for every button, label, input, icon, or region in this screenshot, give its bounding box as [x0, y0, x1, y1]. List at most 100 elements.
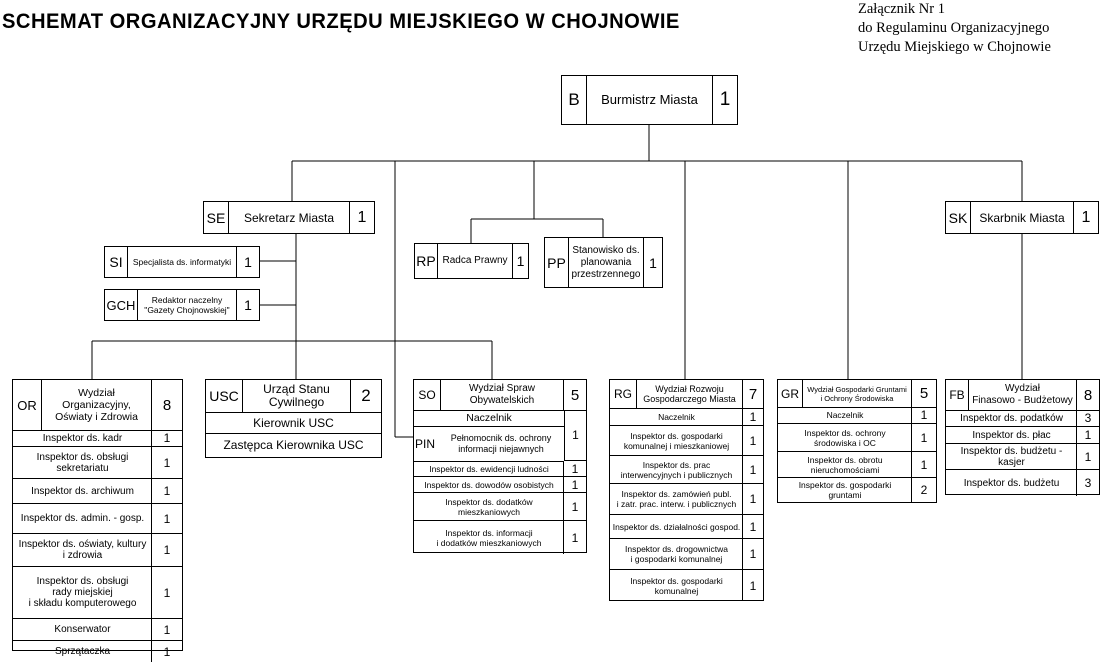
so-staff-row: Inspektor ds. dowodów osobistych 1 [414, 477, 586, 493]
rp-code: RP [415, 244, 438, 278]
so-pin-row: PIN Pełnomocnik ds. ochrony informacji n… [414, 426, 564, 462]
gr-department: GR Wydział Gospodarki Gruntami i Ochrony… [777, 379, 937, 503]
burmistrz-code: B [562, 76, 587, 124]
or-staff-name: Sprzątaczka [54, 646, 111, 657]
rg-header: RG Wydział Rozwoju Gospodarczego Miasta … [610, 380, 763, 409]
so-staff-name: Inspektor ds. dowodów osobistych [424, 479, 554, 490]
so-count: 5 [563, 380, 586, 410]
rg-staff-name: Inspektor ds. gospodarki komunalnej [630, 575, 723, 596]
usc-count: 2 [350, 380, 381, 412]
gr-staff-name: Naczelnik [826, 410, 864, 420]
skarbnik-code: SK [946, 202, 971, 233]
so-staff-count: 1 [563, 477, 586, 492]
so-pin-code: PIN [414, 436, 435, 451]
rg-staff-row: Inspektor ds. gospodarki komunalnej i mi… [610, 426, 763, 456]
burmistrz-count: 1 [712, 76, 737, 124]
rg-staff-row: Inspektor ds. gospodarki komunalnej 1 [610, 570, 763, 601]
rg-staff-row: Naczelnik 1 [610, 408, 763, 426]
or-staff-row: Inspektor ds. oświaty, kultury i zdrowia… [13, 534, 182, 567]
usc-header: USC Urząd Stanu Cywilnego 2 [206, 380, 381, 413]
usc-department: USC Urząd Stanu Cywilnego 2 Kierownik US… [205, 379, 382, 458]
si-name: Specjalista ds. informatyki [132, 257, 232, 267]
sekretarz-count: 1 [349, 202, 374, 233]
so-staff-name: Inspektor ds. informacji i dodatków mies… [436, 527, 542, 548]
gr-staff-name: Inspektor ds. ochrony środowiska i OC [804, 427, 886, 448]
pp-box: PP Stanowisko ds. planowania przestrzenn… [544, 237, 663, 288]
gr-name: Wydział Gospodarki Gruntami i Ochrony Śr… [807, 384, 907, 403]
so-staff-count: 1 [563, 521, 586, 554]
rg-staff-count: 1 [742, 408, 763, 425]
rp-name: Radca Prawny [442, 255, 508, 266]
gr-staff-count: 2 [911, 478, 936, 502]
rg-department: RG Wydział Rozwoju Gospodarczego Miasta … [609, 379, 764, 601]
so-staff-row: Inspektor ds. informacji i dodatków mies… [414, 521, 586, 554]
or-code: OR [13, 380, 42, 430]
or-header: OR Wydział Organizacyjny, Oświaty i Zdro… [13, 380, 182, 431]
or-staff-count: 1 [151, 567, 182, 618]
gr-code: GR [778, 380, 803, 407]
rg-name: Wydział Rozwoju Gospodarczego Miasta [643, 384, 736, 404]
or-staff-row: Inspektor ds. obsługi rady miejskiej i s… [13, 567, 182, 619]
rg-staff-count: 1 [742, 456, 763, 483]
pp-name: Stanowisko ds. planowania przestrzennego [571, 244, 641, 280]
rg-staff-row: Inspektor ds. zamówień publ. i zatr. pra… [610, 484, 763, 515]
rg-staff-count: 1 [742, 539, 763, 569]
gr-staff-name: Inspektor ds. obrotu nieruchomościami [807, 454, 883, 475]
or-staff-count: 1 [151, 619, 182, 640]
rg-staff-row: Inspektor ds. drogownictwa i gospodarki … [610, 539, 763, 570]
rg-staff-name: Naczelnik [658, 411, 695, 422]
rg-staff-name: Inspektor ds. gospodarki komunalnej i mi… [623, 430, 730, 451]
rg-staff-count: 1 [742, 570, 763, 601]
so-pin-name: Pełnomocnik ds. ochrony informacji nieja… [450, 432, 552, 454]
si-box: SI Specjalista ds. informatyki 1 [104, 246, 260, 278]
rg-staff-count: 1 [742, 484, 763, 514]
or-name: Wydział Organizacyjny, Oświaty i Zdrowia [55, 387, 138, 423]
or-staff-count: 1 [151, 534, 182, 566]
skarbnik-box: SK Skarbnik Miasta 1 [945, 201, 1099, 234]
so-header: SO Wydział Spraw Obywatelskich 5 [414, 380, 586, 411]
or-staff-count: 1 [151, 479, 182, 503]
rg-staff-name: Inspektor ds. zamówień publ. i zatr. pra… [616, 489, 737, 509]
fb-header: FB Wydział Finasowo - Budżetowy 8 [946, 380, 1099, 411]
or-staff-name: Inspektor ds. admin. - gosp. [20, 513, 145, 524]
fb-staff-count: 3 [1076, 410, 1099, 426]
sekretarz-name: Sekretarz Miasta [243, 210, 335, 225]
fb-department: FB Wydział Finasowo - Budżetowy 8 Inspek… [945, 379, 1100, 496]
fb-staff-count: 3 [1076, 470, 1099, 496]
gr-count: 5 [911, 380, 936, 407]
rg-staff-row: Inspektor ds. prac interwencyjnych i pub… [610, 456, 763, 484]
or-staff-name: Inspektor ds. archiwum [31, 485, 134, 497]
gch-count: 1 [236, 290, 259, 320]
fb-staff-count: 1 [1076, 427, 1099, 443]
or-count: 8 [151, 380, 182, 430]
or-staff-name: Inspektor ds. oświaty, kultury i zdrowia [18, 539, 147, 561]
or-staff-count: 1 [151, 447, 182, 478]
fb-staff-name: Inspektor ds. podatków [960, 412, 1063, 424]
so-staff-count: 1 [563, 461, 586, 476]
skarbnik-name: Skarbnik Miasta [979, 210, 1065, 225]
rp-count: 1 [512, 244, 528, 278]
usc-staff-row: Zastępca Kierownika USC [223, 438, 364, 452]
usc-name: Urząd Stanu Cywilnego [263, 382, 330, 409]
usc-code: USC [206, 380, 243, 412]
gch-code: GCH [105, 290, 138, 320]
rg-staff-name: Inspektor ds. działalności gospod. [612, 521, 741, 532]
burmistrz-name: Burmistrz Miasta [601, 92, 698, 107]
skarbnik-count: 1 [1073, 202, 1098, 233]
gch-name: Redaktor naczelny "Gazety Chojnowskiej" [144, 295, 230, 315]
